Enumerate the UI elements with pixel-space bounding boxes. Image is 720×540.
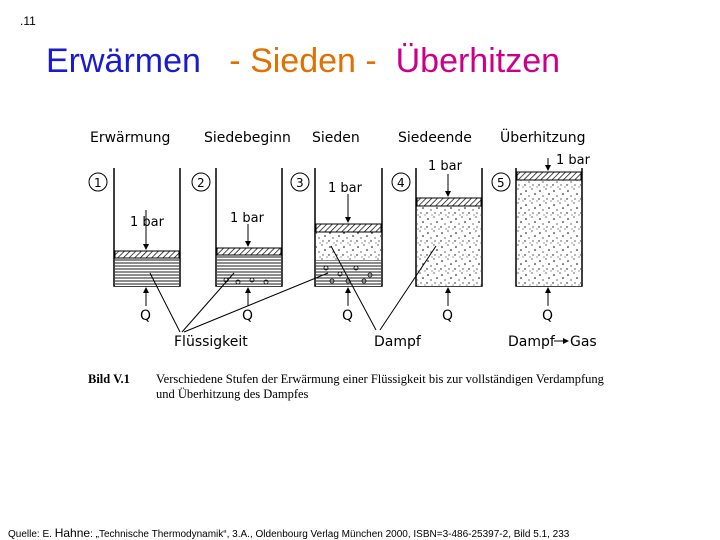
- source-citation: Quelle: E. Hahne: „Technische Thermodyna…: [8, 526, 569, 540]
- label-vapor-gas: Dampf: [508, 334, 556, 350]
- title-separator-2: -: [355, 42, 387, 80]
- stage-3-pressure: 1 bar: [328, 181, 363, 196]
- title-separator: [201, 42, 220, 80]
- title-part-heating: Erwärmen: [46, 42, 201, 80]
- stage-4-pressure: 1 bar: [428, 159, 463, 174]
- header-superheating: Überhitzung: [500, 128, 586, 146]
- stage-2-heat: Q: [242, 308, 253, 324]
- source-author: Hahne: [54, 526, 91, 540]
- stage-5-heat: Q: [542, 308, 553, 324]
- header-heating: Erwärmung: [90, 130, 170, 146]
- heating-stages-diagram: Erwärmung Siedebeginn Sieden Siedeende Ü…: [88, 128, 597, 350]
- stage-4-number: 4: [397, 176, 405, 190]
- caption-text: Verschiedene Stufen der Erwärmung einer …: [156, 372, 604, 401]
- label-liquid: Flüssigkeit: [174, 334, 248, 350]
- header-boiling: Sieden: [312, 130, 360, 146]
- source-prefix: Quelle: E.: [8, 529, 55, 540]
- label-gas: Gas: [570, 334, 597, 350]
- stage-1-number: 1: [94, 176, 102, 190]
- slide-number: .11: [20, 14, 36, 28]
- stage-3-heat: Q: [342, 308, 353, 324]
- stage-5-number: 5: [497, 176, 505, 190]
- stage-1-vessel: 1 1 bar Q: [88, 168, 181, 324]
- slide-title: Erwärmen - Sieden - Überhitzen: [46, 42, 560, 81]
- stage-5-pressure: 1 bar: [556, 153, 591, 168]
- stage-1-heat: Q: [140, 308, 151, 324]
- stage-3-vessel: 3 1 bar Q: [290, 168, 383, 324]
- title-separator-1: -: [219, 42, 251, 80]
- header-boiling-start: Siedebeginn: [204, 130, 291, 146]
- stage-2-vessel: 2 1 bar Q: [191, 168, 283, 324]
- stage-2-number: 2: [197, 176, 205, 190]
- stage-2-pressure: 1 bar: [230, 211, 265, 226]
- stage-4-heat: Q: [442, 308, 453, 324]
- source-text: : „Technische Thermodynamik“, 3.A., Olde…: [90, 529, 570, 540]
- label-vapor: Dampf: [374, 334, 422, 350]
- stage-1-pressure: 1 bar: [130, 215, 165, 230]
- title-part-superheating: Überhitzen: [395, 42, 561, 80]
- stage-3-number: 3: [296, 176, 304, 190]
- stage-4-vessel: 4 1 bar Q: [391, 159, 483, 324]
- title-part-boiling: Sieden: [250, 42, 356, 80]
- caption-label: Bild V.1: [88, 372, 130, 386]
- header-boiling-end: Siedeende: [398, 130, 472, 146]
- stage-5-vessel: 5 1 bar Q: [491, 153, 591, 324]
